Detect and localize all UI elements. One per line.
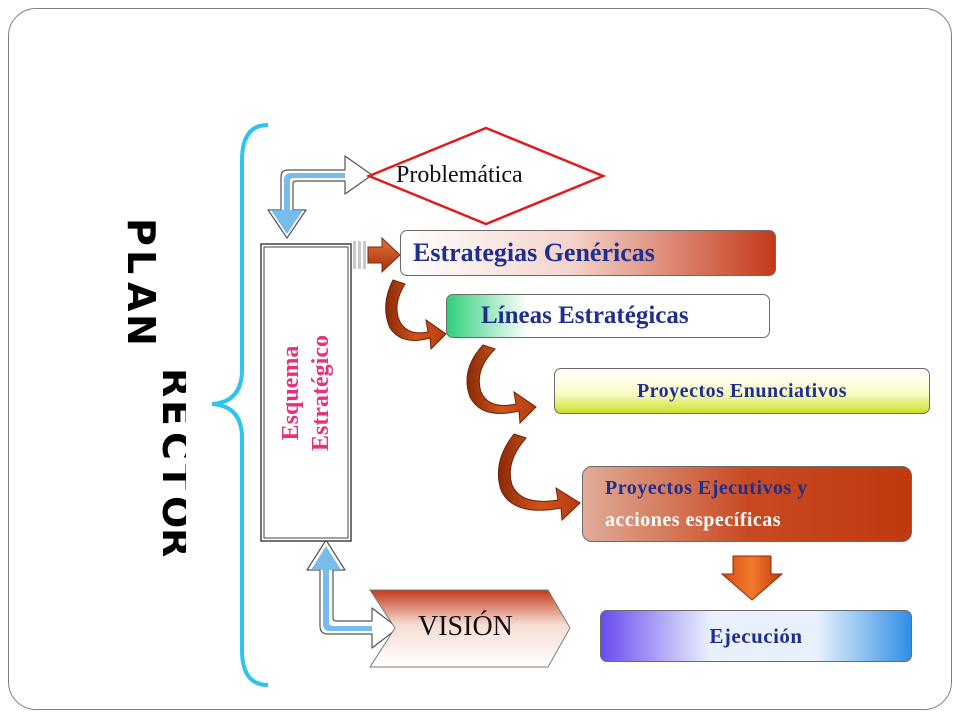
ejecucion-label: Ejecución: [709, 623, 803, 648]
esquema-line-1: Esquema: [278, 345, 304, 440]
problematica-diamond: [365, 126, 607, 226]
plan-rector-letters: P L A N R E C T O R: [119, 218, 186, 557]
lineas-box: Líneas Estratégicas: [446, 294, 770, 338]
ejecutivos-label-1: Proyectos Ejecutivos y: [605, 477, 808, 499]
title-letter: C: [154, 432, 186, 460]
lineas-label: Líneas Estratégicas: [481, 302, 689, 329]
esquema-label: Esquema Estratégico: [262, 246, 350, 539]
title-letter: P: [119, 218, 163, 246]
enunciativos-box: Proyectos Enunciativos: [554, 368, 930, 414]
vision-shape: [369, 589, 571, 668]
ejecucion-box: Ejecución: [600, 610, 912, 662]
estrategias-box: Estrategias Genéricas: [400, 230, 776, 276]
title-letter: T: [154, 464, 186, 490]
ejecutivos-label-2: acciones específicas: [605, 509, 782, 531]
brace-shape: [211, 123, 269, 687]
title-letter: R: [154, 528, 186, 557]
curved-arrow-1: [385, 279, 447, 351]
double-arrow-top-group: [267, 155, 373, 239]
esquema-box: [260, 243, 352, 542]
curved-arrow-2: [466, 344, 537, 425]
estrategias-label: Estrategias Genéricas: [413, 238, 655, 267]
title-letter: L: [119, 250, 163, 274]
vision-label: VISIÓN: [418, 611, 513, 642]
esquema-line-2: Estratégico: [308, 334, 334, 451]
title-letter: A: [119, 282, 163, 312]
title-letter: R: [154, 368, 186, 397]
title-letter: O: [154, 496, 186, 528]
right-arrow-estrategias: [353, 236, 401, 274]
ejecutivos-box: Proyectos Ejecutivos y acciones específi…: [582, 466, 912, 542]
curved-arrow-3: [497, 433, 581, 522]
double-arrow-bottom-group: [306, 539, 399, 649]
problematica-label: Problemática: [396, 162, 523, 188]
title-letter: N: [119, 314, 163, 346]
enunciativos-label: Proyectos Enunciativos: [636, 379, 848, 402]
title-letter: E: [154, 400, 186, 426]
down-arrow-ejecucion: [720, 555, 784, 601]
